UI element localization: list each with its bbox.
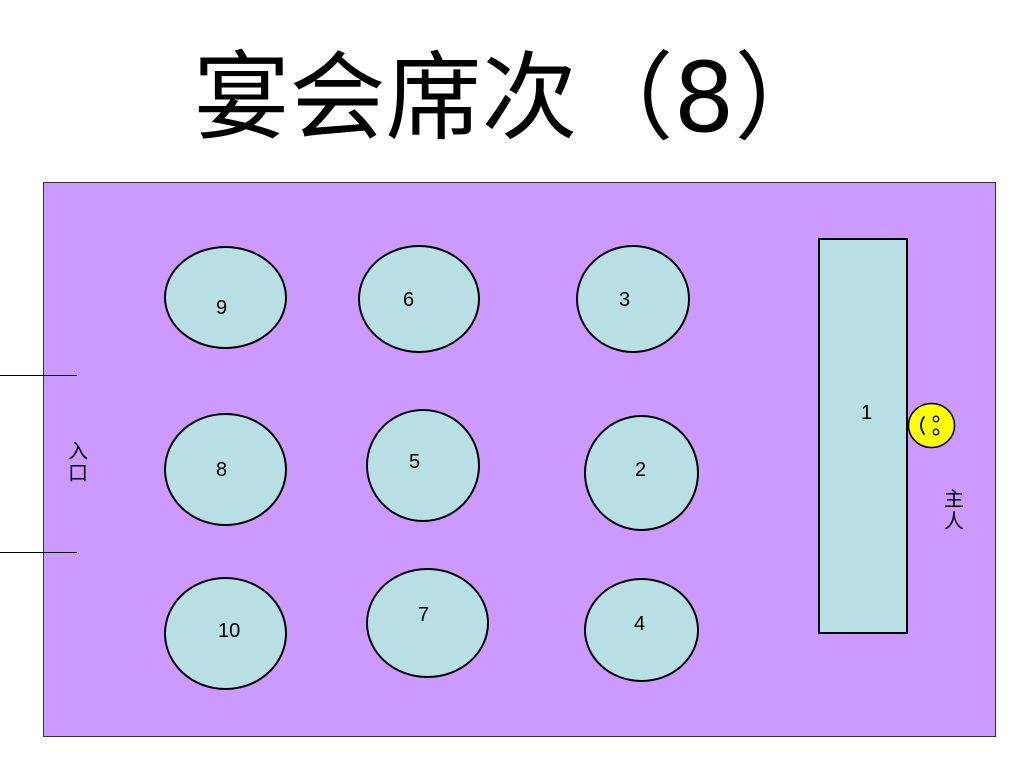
- page-title: 宴会席次（8）: [0, 28, 1024, 168]
- table-number-1: 1: [861, 402, 873, 424]
- round-table-3: [576, 245, 690, 353]
- table-number-10: 10: [218, 620, 241, 642]
- round-table-4: [584, 578, 699, 682]
- table-number-5: 5: [409, 451, 421, 473]
- round-table-5: [366, 409, 480, 522]
- entrance-label: 入口: [68, 439, 88, 485]
- round-table-2: [584, 415, 699, 531]
- entrance-line-top: [0, 375, 77, 376]
- smiley-face-icon: [907, 402, 956, 449]
- title-text: 宴会席次: [193, 42, 578, 154]
- table-number-7: 7: [418, 604, 430, 626]
- title-close-paren: ）: [734, 42, 831, 154]
- head-table: [818, 238, 908, 634]
- round-table-10: [164, 577, 287, 690]
- round-table-7: [366, 568, 489, 678]
- title-number: 8: [673, 42, 735, 154]
- round-table-6: [358, 245, 480, 353]
- entrance-line-bottom: [0, 552, 77, 553]
- table-number-3: 3: [619, 289, 631, 311]
- host-label: 主人: [944, 487, 964, 533]
- table-number-9: 9: [216, 297, 228, 319]
- round-table-9: [164, 246, 287, 349]
- table-number-4: 4: [634, 613, 646, 635]
- title-open-paren: （: [577, 42, 674, 154]
- table-number-6: 6: [403, 289, 415, 311]
- round-table-8: [164, 413, 287, 526]
- table-number-8: 8: [216, 459, 228, 481]
- table-number-2: 2: [635, 459, 647, 481]
